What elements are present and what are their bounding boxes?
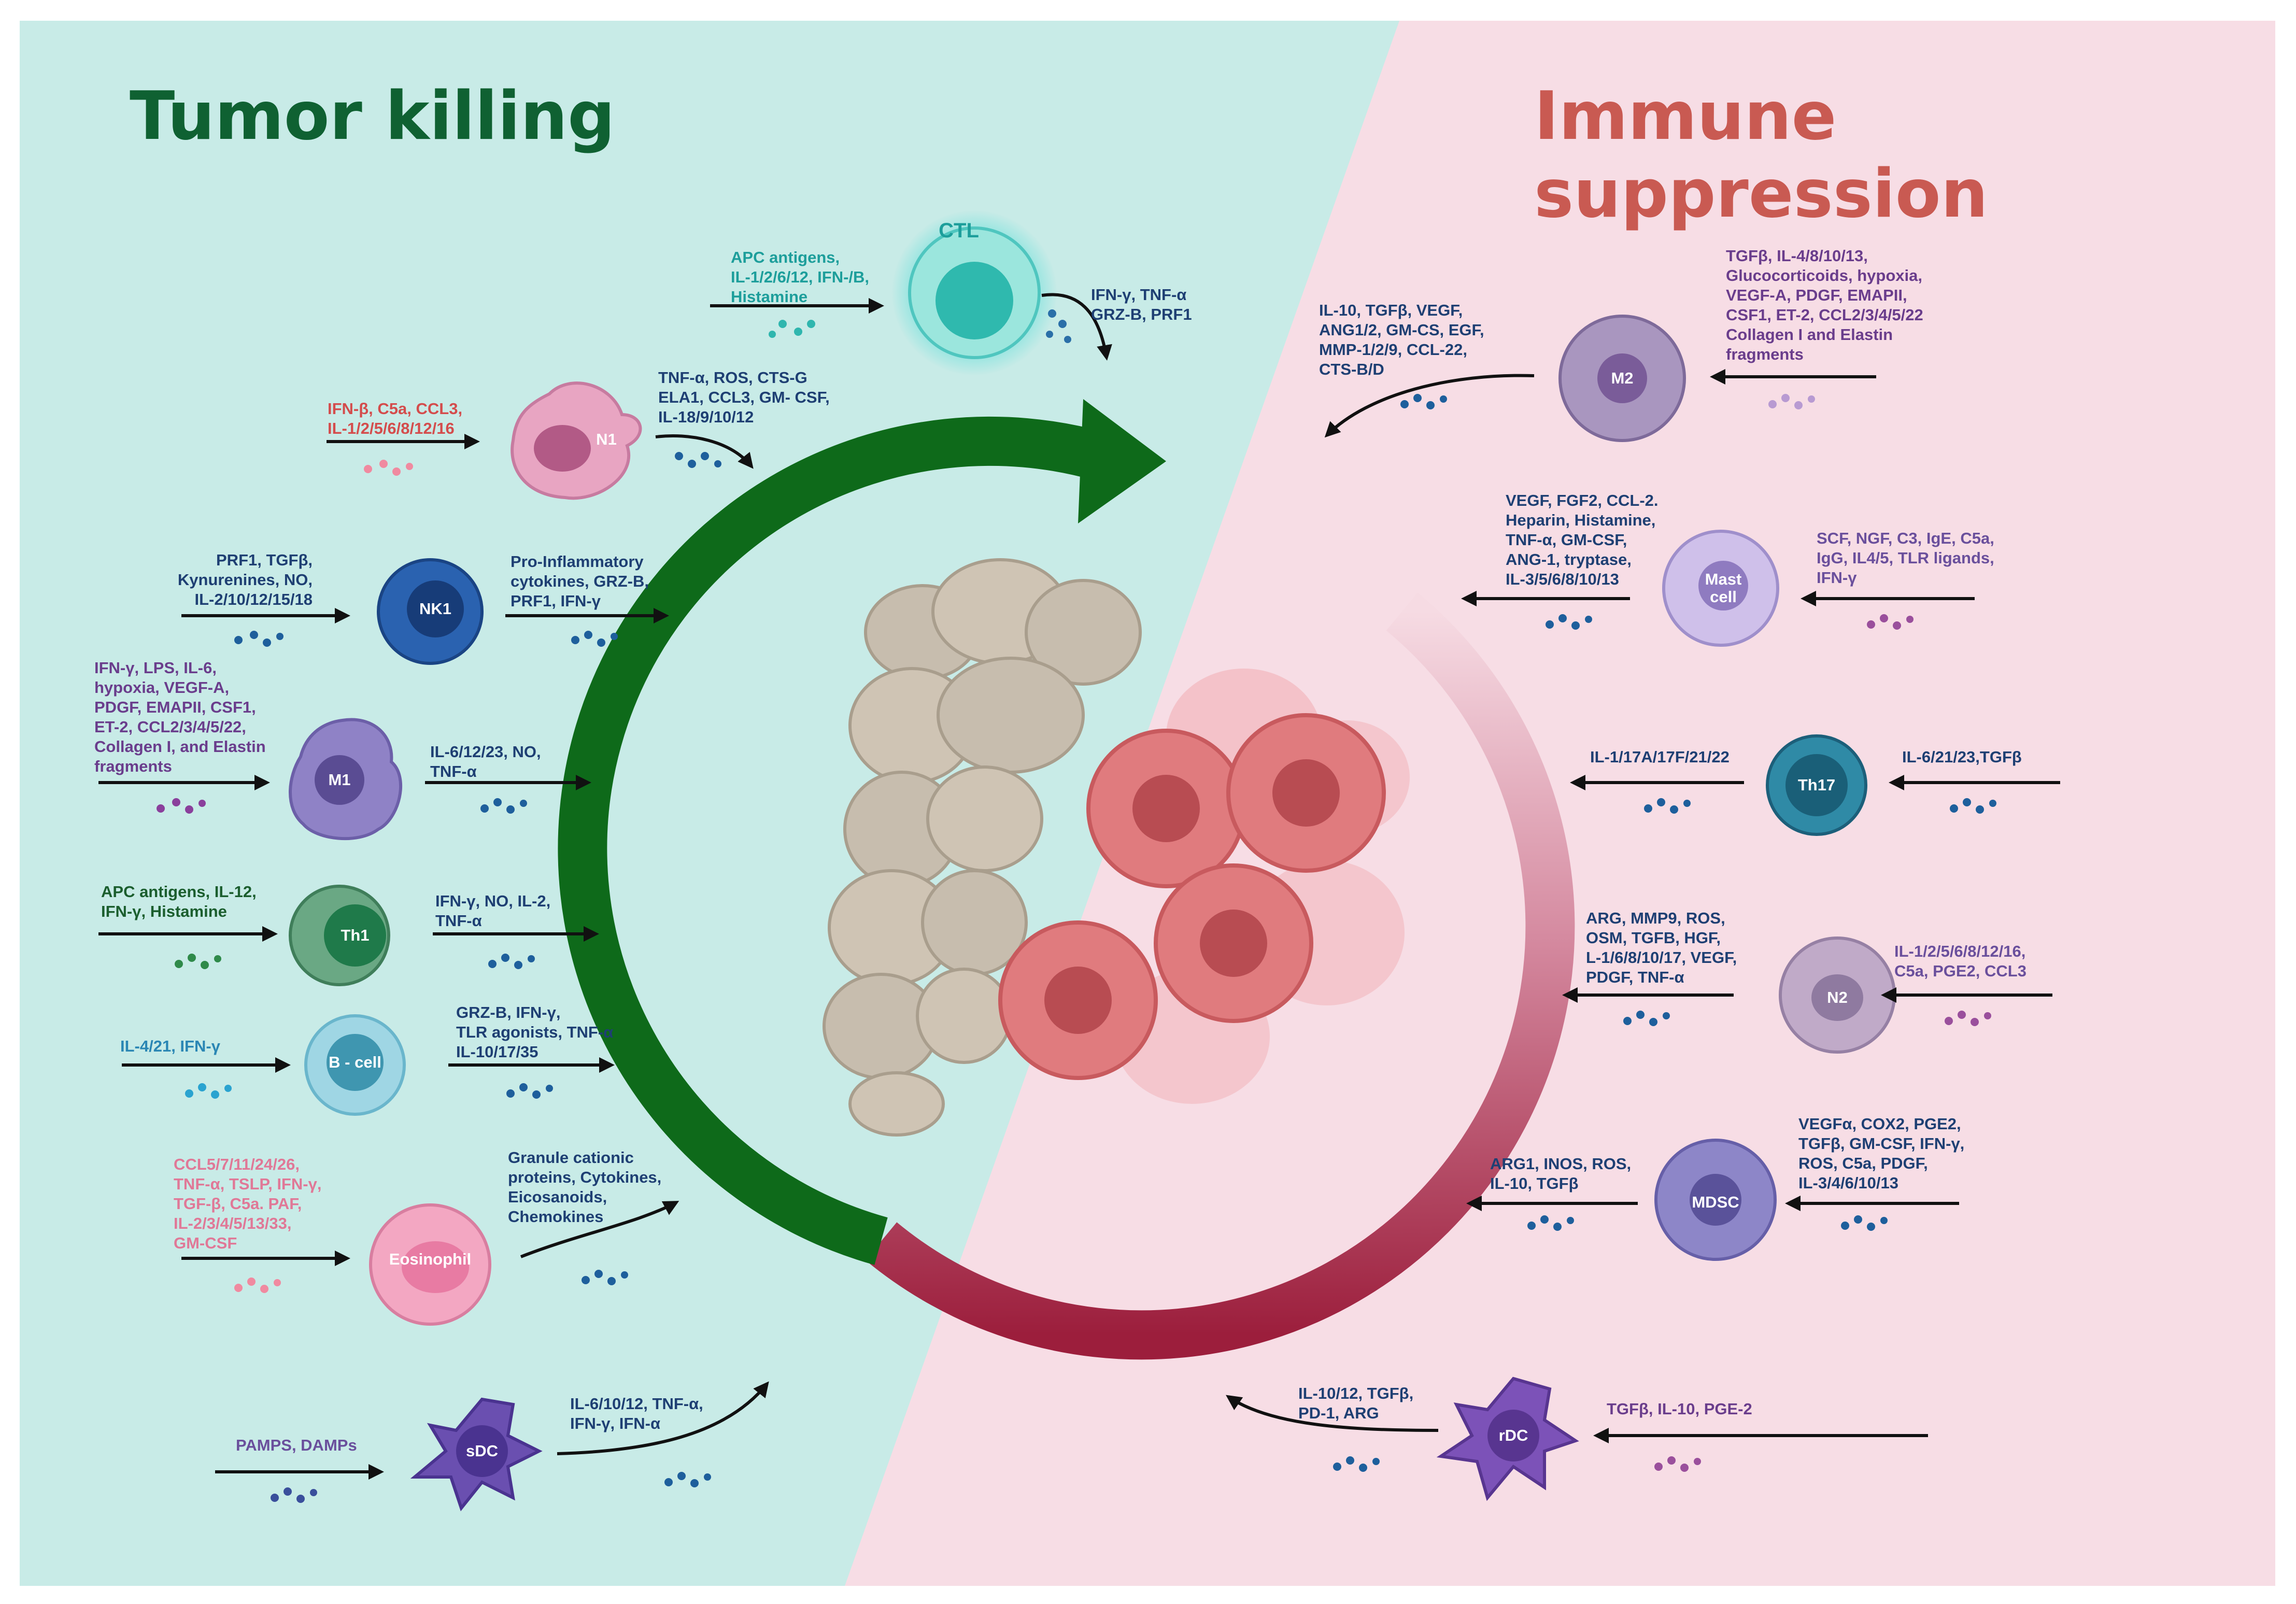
green-arc-arrowhead	[1078, 399, 1166, 523]
cell-label-bcell: B - cell	[329, 1053, 381, 1071]
label-bcell-output: GRZ-B, IFN-γ, TLR agonists, TNF-α IL-10/…	[456, 1003, 614, 1061]
label-ctl-output: IFN-γ, TNF-α GRZ-B, PRF1	[1091, 286, 1192, 323]
cycle-arcs	[558, 399, 1575, 1360]
cell-label-m2: M2	[1611, 369, 1634, 387]
cell-label-m1: M1	[328, 771, 351, 789]
tumor-mass	[823, 558, 1410, 1137]
cell-label-ctl: CTL	[939, 219, 979, 242]
label-nk1-output: Pro-Inflammatory cytokines, GRZ-B, PRF1,…	[511, 552, 649, 610]
cell-rdc	[1436, 1376, 1579, 1501]
cell-bcell	[304, 1014, 406, 1116]
label-m2-input: TGFβ, IL-4/8/10/13, Glucocorticoids, hyp…	[1726, 247, 1923, 363]
cell-mast	[1662, 530, 1779, 647]
cell-ctl	[891, 210, 1057, 376]
label-sdc-input: PAMPS, DAMPs	[236, 1436, 357, 1454]
label-eosinophil-input: CCL5/7/11/24/26, TNF-α, TSLP, IFN-γ, TGF…	[174, 1155, 322, 1252]
red-arc	[865, 592, 1575, 1360]
cell-label-th17: Th17	[1797, 776, 1836, 794]
label-n2-input: IL-1/2/5/6/8/12/16, C5a, PGE2, CCL3	[1894, 942, 2026, 980]
cell-label-sdc: sDC	[465, 1442, 499, 1460]
molecule-dots	[157, 309, 1996, 1503]
label-bcell-input: IL-4/21, IFN-γ	[120, 1037, 220, 1055]
label-ctl-input: APC antigens, IL-1/2/6/12, IFN-/B, Hista…	[731, 248, 870, 306]
label-eosinophil-output: Granule cationic proteins, Cytokines, Ei…	[508, 1148, 662, 1226]
cell-label-n1: N1	[596, 430, 617, 448]
cell-label-rdc: rDC	[1498, 1426, 1528, 1444]
cell-sdc	[410, 1397, 543, 1512]
label-th1-output: IFN-γ, NO, IL-2, TNF-α	[435, 892, 551, 930]
cell-m1	[289, 718, 403, 841]
title-tumor-killing: Tumor killing	[130, 78, 615, 155]
cell-label-mdsc: MDSC	[1692, 1193, 1739, 1211]
label-mdsc-output: ARG1, INOS, ROS, IL-10, TGFβ	[1490, 1155, 1632, 1193]
label-mast-input: SCF, NGF, C3, IgE, C5a, IgG, IL4/5, TLR …	[1817, 529, 1994, 587]
label-th1-input: APC antigens, IL-12, IFN-γ, Histamine	[101, 883, 257, 920]
arrows	[98, 293, 2060, 1480]
cell-nk1	[377, 558, 484, 665]
label-th17-input: IL-6/21/23,TGFβ	[1902, 748, 2022, 766]
cell-n1	[511, 381, 642, 500]
label-mdsc-input: VEGFα, COX2, PGE2, TGFβ, GM-CSF, IFN-γ, …	[1798, 1115, 1965, 1192]
label-m1-input: IFN-γ, LPS, IL-6, hypoxia, VEGF-A, PDGF,…	[94, 659, 266, 775]
label-mast-output: VEGF, FGF2, CCL-2. Heparin, Histamine, T…	[1506, 491, 1659, 588]
label-th17-output: IL-1/17A/17F/21/22	[1590, 748, 1730, 766]
cell-label-eosinophil: Eosinophil	[389, 1250, 472, 1268]
label-m2-output: IL-10, TGFβ, VEGF, ANG1/2, GM-CS, EGF, M…	[1319, 301, 1484, 378]
cell-mdsc	[1654, 1139, 1777, 1261]
label-sdc-output: IL-6/10/12, TNF-α, IFN-γ, IFN-α	[570, 1395, 703, 1432]
label-rdc-input: TGFβ, IL-10, PGE-2	[1607, 1400, 1752, 1418]
cell-label-n2: N2	[1827, 988, 1848, 1006]
label-m1-output: IL-6/12/23, NO, TNF-α	[430, 743, 541, 780]
label-n2-output: ARG, MMP9, ROS, OSM, TGFB, HGF, L-1/6/8/…	[1586, 909, 1737, 986]
label-n1-output: TNF-α, ROS, CTS-G ELA1, CCL3, GM- CSF, I…	[658, 368, 830, 426]
cell-label-mast: Mast cell	[1705, 570, 1742, 606]
label-rdc-output: IL-10/12, TGFβ, PD-1, ARG	[1298, 1384, 1414, 1422]
cell-eosinophil	[369, 1203, 491, 1326]
cell-th1	[289, 885, 390, 986]
cell-label-nk1: NK1	[419, 600, 452, 618]
cell-label-th1: Th1	[341, 926, 370, 944]
cell-n2	[1779, 936, 1896, 1054]
label-n1-input: IFN-β, C5a, CCL3, IL-1/2/5/6/8/12/16	[328, 400, 463, 437]
label-nk1-input: PRF1, TGFβ, Kynurenines, NO, IL-2/10/12/…	[177, 551, 313, 608]
green-arc	[558, 416, 1106, 1265]
cell-th17	[1766, 734, 1867, 836]
cell-m2	[1558, 315, 1686, 442]
title-immune-suppression: Immune suppression	[1534, 78, 1988, 233]
